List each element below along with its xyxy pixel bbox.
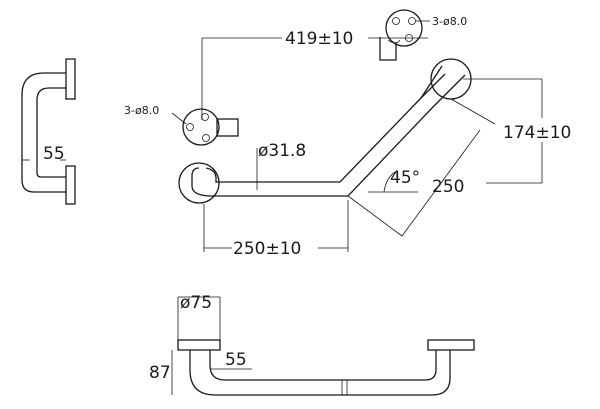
side-tube-inner [36,87,66,178]
left-flange-detail: 3-ø8.0 [124,104,239,146]
angle-label: 45° [390,168,420,188]
right-detail-stub [379,37,397,61]
diagonal-length-label: 250 [432,177,464,197]
left-detail-circle [182,108,220,146]
side-tube-outer [21,72,66,193]
flange-diameter-label: ø75 [180,293,212,313]
tube-outline-outer [191,107,433,197]
right-hole-spec-label: 3-ø8.0 [432,15,467,28]
side-depth-label: 55 [43,144,65,164]
front-left-flange [177,339,221,351]
height-label: 87 [149,363,171,383]
tube-diameter-label: ø31.8 [258,141,306,161]
right-flange-detail: 3-ø8.0 [379,9,467,61]
front-tube-inner [209,350,437,381]
top-span-label: 419±10 [285,29,353,49]
tube-outline-inner [205,73,446,183]
side-top-flange [65,58,76,100]
side-bottom-flange [65,165,76,205]
front-right-flange [427,339,475,351]
vertical-offset-label: 174±10 [503,123,571,143]
left-hole-spec-label: 3-ø8.0 [124,104,159,117]
side-view: 55 [21,58,76,205]
left-flange-circle [178,162,220,204]
bottom-span-label: 250±10 [233,239,301,259]
right-detail-circle [385,9,423,47]
left-detail-stub [216,118,239,137]
top-view: 419±10 174±10 250 45° ø31.8 250±10 [178,29,571,259]
front-tube-outer [189,350,451,396]
front-view: ø75 87 55 [149,293,475,396]
bottom-depth-label: 55 [225,350,247,370]
